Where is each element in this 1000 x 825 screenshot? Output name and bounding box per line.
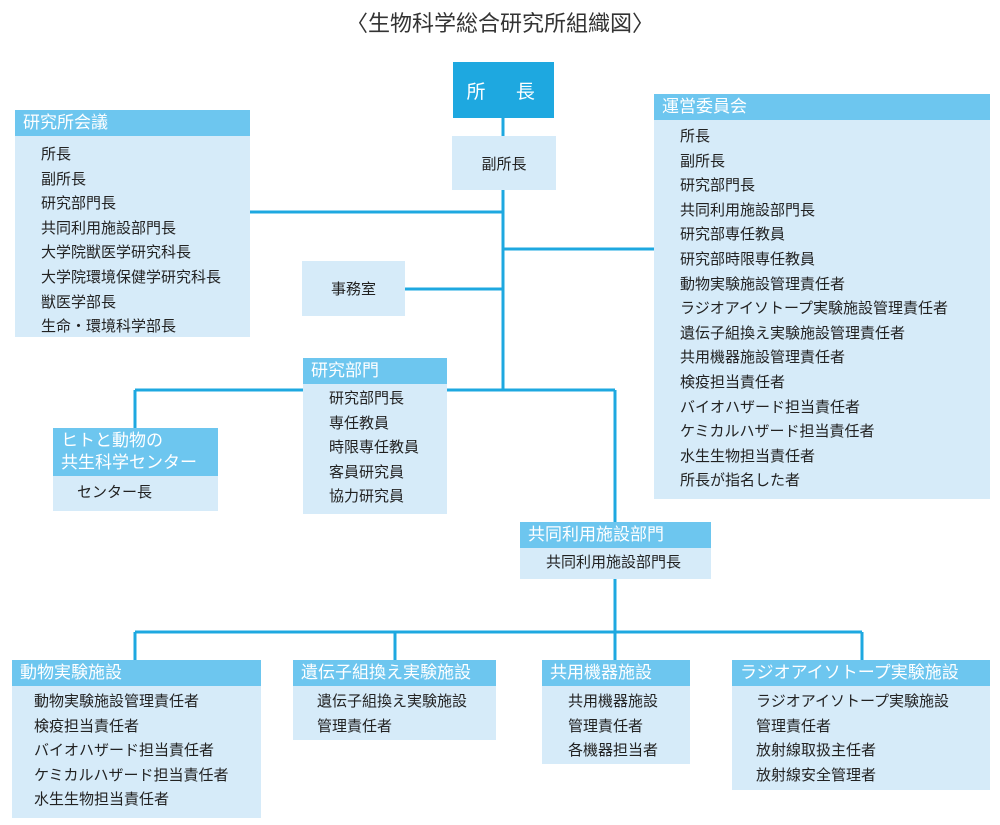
list-item: センター長 [77, 483, 153, 501]
list-item: 共同利用施設部門長 [546, 553, 682, 571]
list-item: 生命・環境科学部長 [41, 317, 177, 336]
list-item: 協力研究員 [329, 487, 405, 506]
equipment-facility-heading: 共用機器施設 [542, 660, 690, 686]
list-item: 時限専任教員 [329, 438, 420, 457]
list-item: 副所長 [680, 151, 726, 170]
list-item: 検疫担当責任者 [34, 716, 140, 735]
list-item: 放射線取扱主任者 [756, 741, 877, 760]
ri-facility-box: ラジオアイソトープ実験施設 ラジオアイソトープ実験施設 管理責任者 放射線取扱主… [732, 660, 990, 790]
list-item: 研究部門長 [41, 194, 117, 213]
list-item: 所長 [41, 145, 72, 163]
list-item: 客員研究員 [329, 462, 405, 481]
chart-title: 〈生物科学総合研究所組織図〉 [345, 12, 654, 37]
equipment-facility-box: 共用機器施設 共用機器施設 管理責任者 各機器担当者 [542, 660, 690, 764]
list-item: ケミカルハザード担当責任者 [680, 422, 875, 441]
list-item: 獣医学部長 [41, 292, 117, 311]
list-item: バイオハザード担当責任者 [34, 741, 215, 760]
list-item: ラジオアイソトープ実験施設 [756, 692, 950, 710]
list-item: 研究部門長 [680, 176, 756, 195]
list-item: ラジオアイソトープ実験施設管理責任者 [680, 299, 949, 318]
list-item: 動物実験施設管理責任者 [680, 274, 846, 293]
list-item: ケミカルハザード担当責任者 [34, 765, 229, 784]
research-council-heading: 研究所会議 [15, 110, 250, 136]
list-item: 専任教員 [329, 413, 390, 432]
office-box: 事務室 [302, 261, 405, 316]
list-item: 水生生物担当責任者 [34, 790, 170, 809]
shared-facilities-heading: 共同利用施設部門 [520, 522, 711, 548]
list-item: 放射線安全管理者 [756, 765, 877, 784]
animal-facility-heading: 動物実験施設 [12, 660, 261, 686]
list-item: 大学院獣医学研究科長 [41, 243, 192, 262]
list-item: 研究部時限専任教員 [680, 249, 816, 268]
list-item: 共用機器施設管理責任者 [680, 348, 846, 367]
director-box: 所 長 [453, 62, 554, 118]
research-division-heading: 研究部門 [303, 358, 447, 384]
steering-committee-heading: 運営委員会 [654, 94, 990, 120]
list-item: 管理責任者 [317, 716, 393, 735]
list-item: バイオハザード担当責任者 [680, 397, 861, 416]
list-item: 副所長 [41, 169, 87, 188]
list-item: 所長 [680, 127, 711, 145]
research-council-box: 研究所会議 所長 副所長 研究部門長 共同利用施設部門長 大学院獣医学研究科長 … [15, 110, 250, 337]
list-item: 水生生物担当責任者 [680, 446, 816, 465]
list-item: 動物実験施設管理責任者 [34, 692, 200, 710]
list-item: 所長が指名した者 [680, 471, 801, 490]
list-item: 大学院環境保健学研究科長 [41, 267, 222, 286]
center-heading-line1: ヒトと動物の [61, 431, 163, 451]
animal-facility-box: 動物実験施設 動物実験施設管理責任者 検疫担当責任者 バイオハザード担当責任者 … [12, 660, 261, 818]
list-item: 共同利用施設部門長 [41, 218, 177, 237]
list-item: 遺伝子組換え実験施設 [317, 692, 468, 710]
list-item: 各機器担当者 [568, 741, 659, 760]
human-animal-center-heading: ヒトと動物の 共生科学センター [53, 428, 218, 476]
list-item: 研究部門長 [329, 389, 405, 407]
human-animal-center-box: ヒトと動物の 共生科学センター センター長 [53, 428, 218, 511]
list-item: 共同利用施設部門長 [680, 200, 816, 219]
list-item: 共用機器施設 [568, 692, 659, 710]
research-division-box: 研究部門 研究部門長 専任教員 時限専任教員 客員研究員 協力研究員 [303, 358, 447, 514]
list-item: 研究部専任教員 [680, 225, 786, 244]
list-item: 管理責任者 [756, 716, 832, 735]
ri-facility-heading: ラジオアイソトープ実験施設 [732, 660, 990, 686]
gene-facility-heading: 遺伝子組換え実験施設 [293, 660, 496, 686]
center-heading-line2: 共生科学センター [61, 453, 197, 473]
shared-facilities-box: 共同利用施設部門 共同利用施設部門長 [520, 522, 711, 579]
list-item: 管理責任者 [568, 716, 644, 735]
list-item: 遺伝子組換え実験施設管理責任者 [680, 323, 906, 342]
vice-director-box: 副所長 [452, 136, 556, 190]
steering-committee-box: 運営委員会 所長 副所長 研究部門長 共同利用施設部門長 研究部専任教員 研究部… [654, 94, 990, 499]
gene-facility-box: 遺伝子組換え実験施設 遺伝子組換え実験施設 管理責任者 [293, 660, 496, 740]
list-item: 検疫担当責任者 [680, 372, 786, 391]
